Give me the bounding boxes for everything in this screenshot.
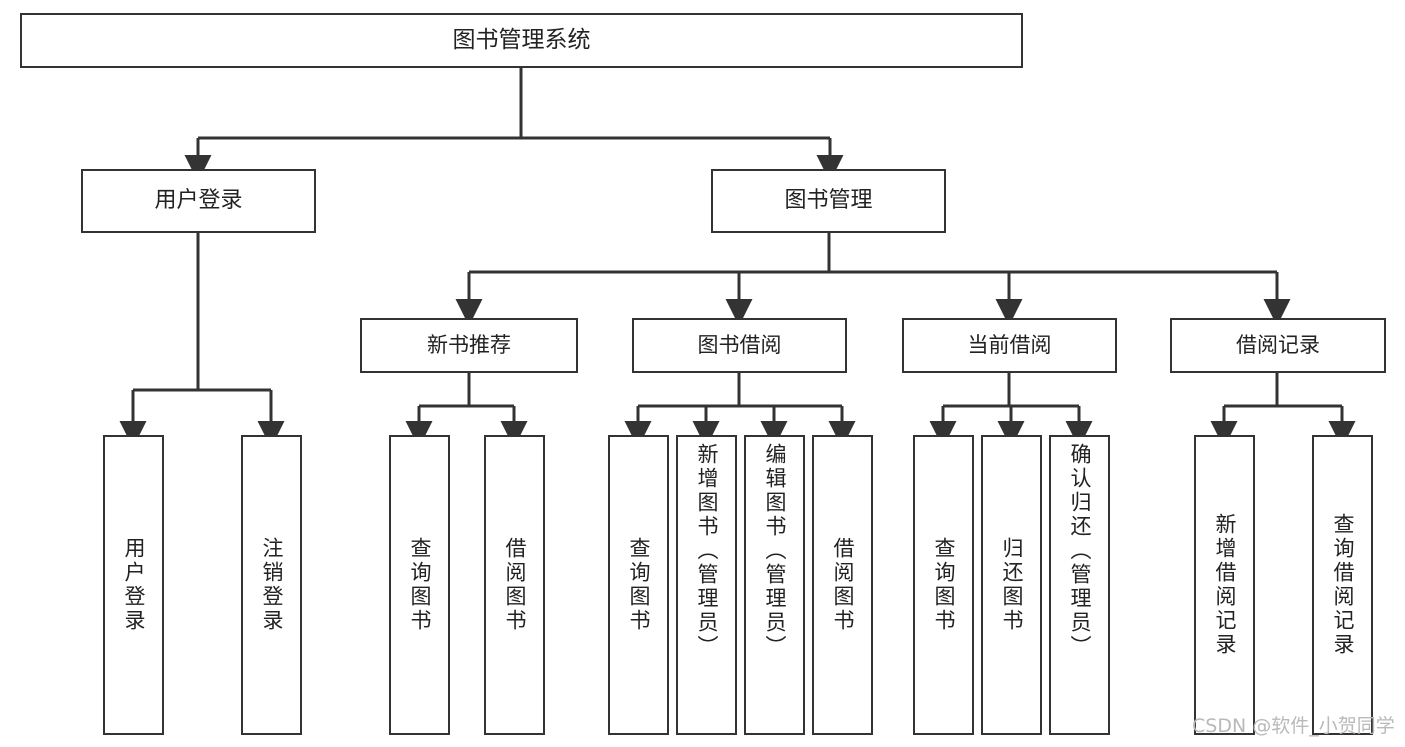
node-label: 注销登录 [260,537,284,633]
node-label: 编辑图书（管理员） [763,443,787,659]
node-label: 借阅图书 [831,537,855,633]
node-label: 查询图书 [408,537,432,633]
node-book-borrow[interactable]: 图书借阅 [632,318,847,373]
leaf-borrow-book[interactable]: 借阅图书 [812,435,873,735]
leaf-user-login[interactable]: 用户登录 [103,435,164,735]
leaf-query-book-current[interactable]: 查询图书 [913,435,974,735]
node-current-borrow[interactable]: 当前借阅 [902,318,1117,373]
node-label: 新增图书（管理员） [695,443,719,659]
node-book-management[interactable]: 图书管理 [711,169,946,233]
node-label: 新增借阅记录 [1213,513,1237,657]
leaf-confirm-return-admin[interactable]: 确认归还（管理员） [1049,435,1110,735]
node-label: 查询借阅记录 [1331,513,1355,657]
node-label: 归还图书 [1000,537,1024,633]
node-label: 当前借阅 [967,333,1052,358]
node-label: 查询图书 [627,537,651,633]
leaf-query-book-borrow[interactable]: 查询图书 [608,435,669,735]
node-borrow-record[interactable]: 借阅记录 [1170,318,1386,373]
node-new-book-recommend[interactable]: 新书推荐 [360,318,578,373]
node-label: 用户登录 [154,188,243,214]
node-label: 图书借阅 [697,333,782,358]
leaf-add-borrow-record[interactable]: 新增借阅记录 [1194,435,1255,735]
node-label: 新书推荐 [427,333,511,358]
csdn-watermark: CSDN @软件_小贺同学 [1192,715,1395,737]
node-label: 确认归还（管理员） [1068,443,1092,659]
leaf-return-book[interactable]: 归还图书 [981,435,1042,735]
node-label: 借阅记录 [1236,333,1320,358]
node-label: 借阅图书 [503,537,527,633]
node-label: 图书管理系统 [452,26,591,53]
leaf-query-book-recommend[interactable]: 查询图书 [389,435,450,735]
leaf-borrow-book-recommend[interactable]: 借阅图书 [484,435,545,735]
node-user-login[interactable]: 用户登录 [81,169,316,233]
leaf-query-borrow-record[interactable]: 查询借阅记录 [1312,435,1373,735]
node-root-system[interactable]: 图书管理系统 [20,13,1023,68]
node-label: 查询图书 [932,537,956,633]
node-label: 用户登录 [122,537,146,633]
leaf-edit-book-admin[interactable]: 编辑图书（管理员） [744,435,805,735]
node-label: 图书管理 [784,188,873,214]
leaf-logout[interactable]: 注销登录 [241,435,302,735]
leaf-add-book-admin[interactable]: 新增图书（管理员） [676,435,737,735]
